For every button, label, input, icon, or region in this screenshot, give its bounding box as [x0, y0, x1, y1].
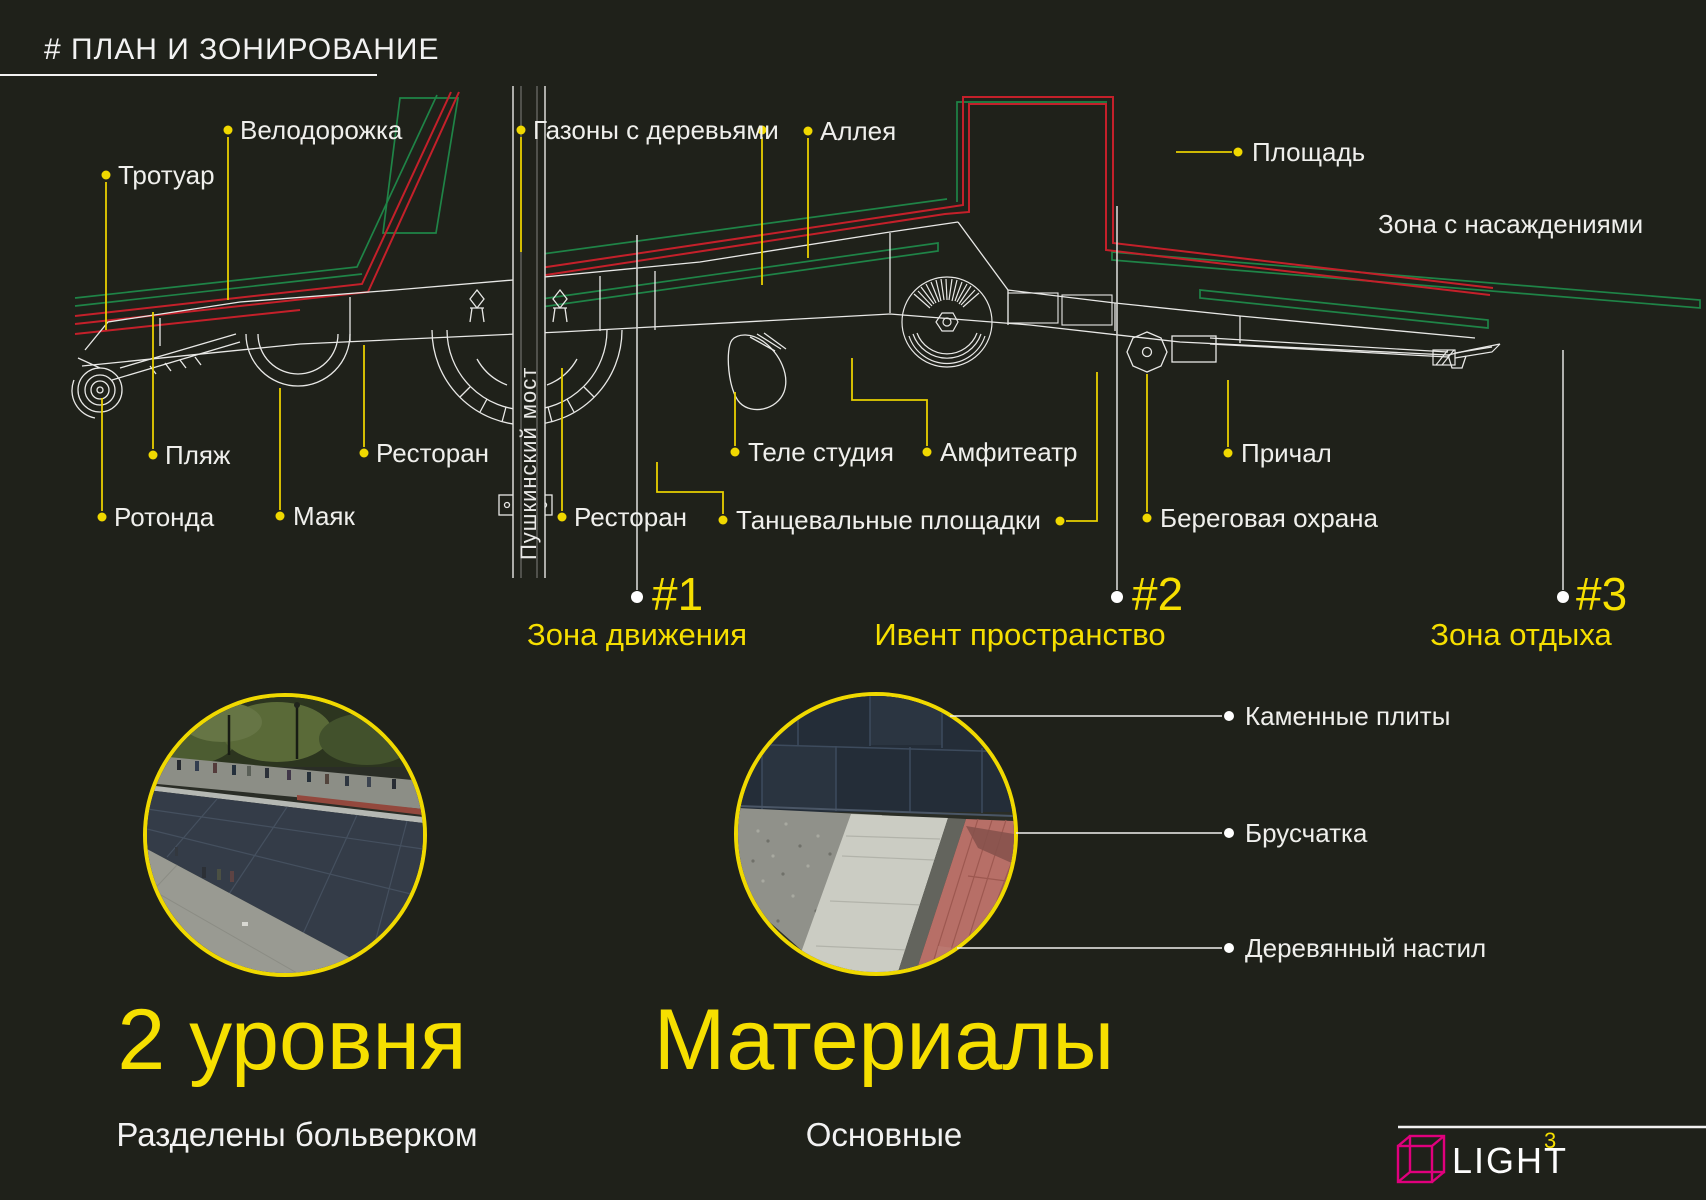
label-beregovaya: Береговая охрана [1160, 503, 1379, 533]
label-tantsevalnye: Танцевальные площадки [736, 505, 1041, 535]
label-ploshchad: Площадь [1252, 137, 1366, 167]
materials-heading: Материалы [653, 992, 1115, 1088]
label-alleya: Аллея [820, 116, 897, 146]
bike-path-lines [74, 91, 1494, 335]
materials-photo-illustration [738, 696, 1014, 972]
logo-group [1396, 1125, 1706, 1184]
embankment-photo-illustration [147, 697, 423, 973]
lawn-lines [74, 94, 1701, 329]
label-velodorozhka: Велодорожка [240, 115, 403, 145]
pier [1209, 337, 1501, 366]
people-lower-level [175, 847, 234, 882]
label-rotonda: Ротонда [114, 502, 215, 532]
levels-heading: 2 уровня [117, 992, 467, 1088]
page-title: # ПЛАН И ЗОНИРОВАНИЕ [44, 33, 440, 66]
label-restoran-2: Ресторан [574, 502, 688, 532]
material-label-wood-decking: Деревянный настил [1245, 933, 1487, 963]
zone-3-marker: #3 [1576, 568, 1628, 620]
bridge: Пушкинский мост [512, 86, 546, 578]
leader-lines [101, 137, 1232, 522]
zone-2-marker: #2 [1132, 568, 1184, 620]
amphitheater [901, 276, 993, 368]
label-restoran-1: Ресторан [376, 438, 490, 468]
levels-subtitle: Разделены больверком [116, 1116, 478, 1153]
zone-1-marker: #1 [652, 568, 704, 620]
people-upper-walkway [177, 760, 396, 789]
material-label-cobblestone: Брусчатка [1245, 818, 1368, 848]
dance-floors [1007, 292, 1113, 326]
light3-cube-logo [1396, 1134, 1446, 1184]
zone-marker-lines [631, 206, 1569, 603]
label-tele-studiya: Теле студия [748, 437, 894, 467]
label-prichal: Причал [1241, 438, 1332, 468]
leader-dots [97, 125, 1243, 526]
label-amfiteatr: Амфитеатр [940, 437, 1078, 467]
logo-brand-text: LIGHT [1452, 1140, 1569, 1181]
logo-brand-superscript: 3 [1544, 1128, 1557, 1153]
zone-3-name: Зона отдыха [1430, 617, 1612, 652]
photo-two-levels [143, 693, 427, 977]
tv-studio-shape [727, 332, 787, 411]
zone-1-name: Зона движения [526, 617, 747, 652]
zone-2-name: Ивент пространство [874, 617, 1166, 652]
lighthouse-plaza [245, 333, 351, 387]
material-label-stone-plates: Каменные плиты [1245, 701, 1451, 731]
photo-materials [734, 692, 1018, 976]
label-trotuar: Тротуар [118, 160, 215, 190]
label-gazony: Газоны с деревьями [533, 115, 779, 145]
material-leader-lines [950, 711, 1234, 953]
coast-guard-octagon [1126, 331, 1217, 373]
label-plyazh: Пляж [165, 440, 231, 470]
label-zona-nasazhdeniya: Зона с насаждениями [1378, 209, 1644, 239]
bridge-label: Пушкинский мост [516, 367, 541, 560]
rotunda [71, 367, 123, 419]
label-mayak: Маяк [293, 501, 355, 531]
materials-subtitle: Основные [805, 1116, 963, 1153]
